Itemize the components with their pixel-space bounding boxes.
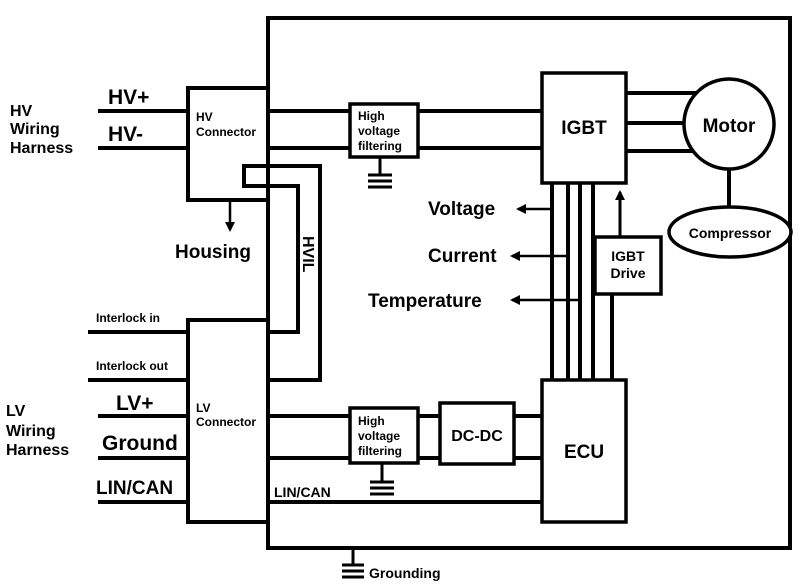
hv-harness-line-3: Harness xyxy=(10,140,73,157)
enclosure-ground-symbol xyxy=(342,548,364,579)
hvil-loop xyxy=(242,164,322,382)
lv-connector-label-2: Connector xyxy=(196,415,256,429)
igbt-drive-box xyxy=(593,235,663,296)
lv-harness-line-2: Wiring xyxy=(6,423,56,440)
dcdc-box xyxy=(438,401,516,466)
hv-connector-label-1: HV xyxy=(196,110,213,124)
voltage-label: Voltage xyxy=(428,199,495,220)
dcdc-label: DC-DC xyxy=(451,428,503,445)
hv-connector-box xyxy=(186,86,270,202)
motor-label: Motor xyxy=(703,116,756,137)
igbt-drive-label-2: Drive xyxy=(610,265,645,281)
hv-filter-bottom xyxy=(348,406,420,465)
internal-lin-can-label: LIN/CAN xyxy=(274,484,331,500)
grounding-label: Grounding xyxy=(369,565,441,581)
hv-filter-bottom-line-2: voltage xyxy=(358,429,400,443)
hv-filter-top xyxy=(348,102,420,159)
lv-connector-box xyxy=(186,318,270,524)
ecu-label: ECU xyxy=(564,442,604,463)
compressor-label: Compressor xyxy=(689,225,772,241)
lv-harness-line-1: LV xyxy=(6,403,26,420)
igbt-label: IGBT xyxy=(561,118,607,139)
hv-minus-label: HV- xyxy=(108,123,143,146)
filter-top-ground-symbol xyxy=(368,157,392,189)
lv-wiring-harness-label: LV Wiring Harness xyxy=(6,403,69,459)
interlock-in-label: Interlock in xyxy=(96,311,160,325)
hv-plus-label: HV+ xyxy=(108,86,149,109)
ecu-box xyxy=(540,378,628,524)
hv-filter-top-line-1: High xyxy=(358,109,385,123)
hv-harness-line-2: Wiring xyxy=(10,121,60,138)
hv-filter-bottom-line-3: filtering xyxy=(358,444,402,458)
hv-wiring-harness-label: HV Wiring Harness xyxy=(10,103,73,157)
interlock-out-label: Interlock out xyxy=(96,359,168,373)
current-label: Current xyxy=(428,246,497,267)
hv-filter-top-line-3: filtering xyxy=(358,139,402,153)
ground-label: Ground xyxy=(102,432,178,455)
lin-can-label: LIN/CAN xyxy=(96,478,173,499)
hvil-label: HVIL xyxy=(299,236,316,273)
igbt-box xyxy=(540,71,628,185)
hv-connector-label-2: Connector xyxy=(196,125,256,139)
housing-label: Housing xyxy=(175,242,251,263)
temperature-label: Temperature xyxy=(368,291,482,312)
filter-bottom-ground-symbol xyxy=(370,463,394,496)
igbt-drive-label-1: IGBT xyxy=(611,248,645,264)
lv-connector-label-1: LV xyxy=(196,401,210,415)
compressor-ellipse xyxy=(667,205,793,259)
lv-harness-line-3: Harness xyxy=(6,442,69,459)
lv-plus-label: LV+ xyxy=(116,392,154,415)
hv-filter-bottom-line-1: High xyxy=(358,414,385,428)
inverter-enclosure xyxy=(266,16,792,550)
hv-filter-top-line-2: voltage xyxy=(358,124,400,138)
hv-harness-line-1: HV xyxy=(10,103,33,120)
